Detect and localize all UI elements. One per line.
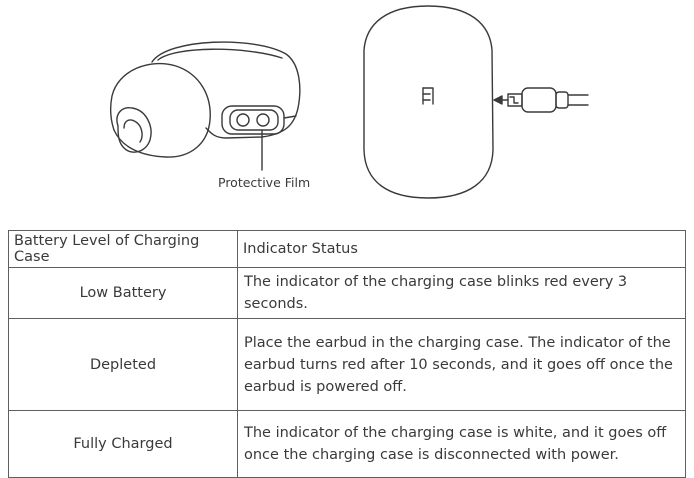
table-row: Fully Charged The indicator of the charg… bbox=[8, 410, 686, 478]
header-indicator-status: Indicator Status bbox=[237, 230, 686, 268]
header-battery-level: Battery Level of Charging Case bbox=[8, 230, 238, 268]
product-illustration bbox=[0, 0, 694, 225]
indicator-status-cell: Place the earbud in the charging case. T… bbox=[237, 318, 686, 411]
battery-level-cell: Fully Charged bbox=[8, 410, 238, 478]
table-row: Depleted Place the earbud in the chargin… bbox=[8, 318, 686, 411]
usb-cable-icon bbox=[507, 87, 589, 113]
battery-level-cell: Depleted bbox=[8, 318, 238, 411]
protective-film-label: Protective Film bbox=[218, 175, 311, 190]
charging-case-icon bbox=[363, 5, 509, 199]
indicator-status-cell: The indicator of the charging case blink… bbox=[237, 267, 686, 319]
table-row: Low Battery The indicator of the chargin… bbox=[8, 267, 686, 319]
battery-status-table: Battery Level of Charging Case Indicator… bbox=[8, 230, 686, 478]
earbud-icon bbox=[109, 41, 301, 171]
table-header-row: Battery Level of Charging Case Indicator… bbox=[8, 230, 686, 268]
indicator-status-cell: The indicator of the charging case is wh… bbox=[237, 410, 686, 478]
battery-level-cell: Low Battery bbox=[8, 267, 238, 319]
mi-logo-icon bbox=[422, 87, 434, 105]
arrow-left-icon bbox=[493, 95, 509, 105]
